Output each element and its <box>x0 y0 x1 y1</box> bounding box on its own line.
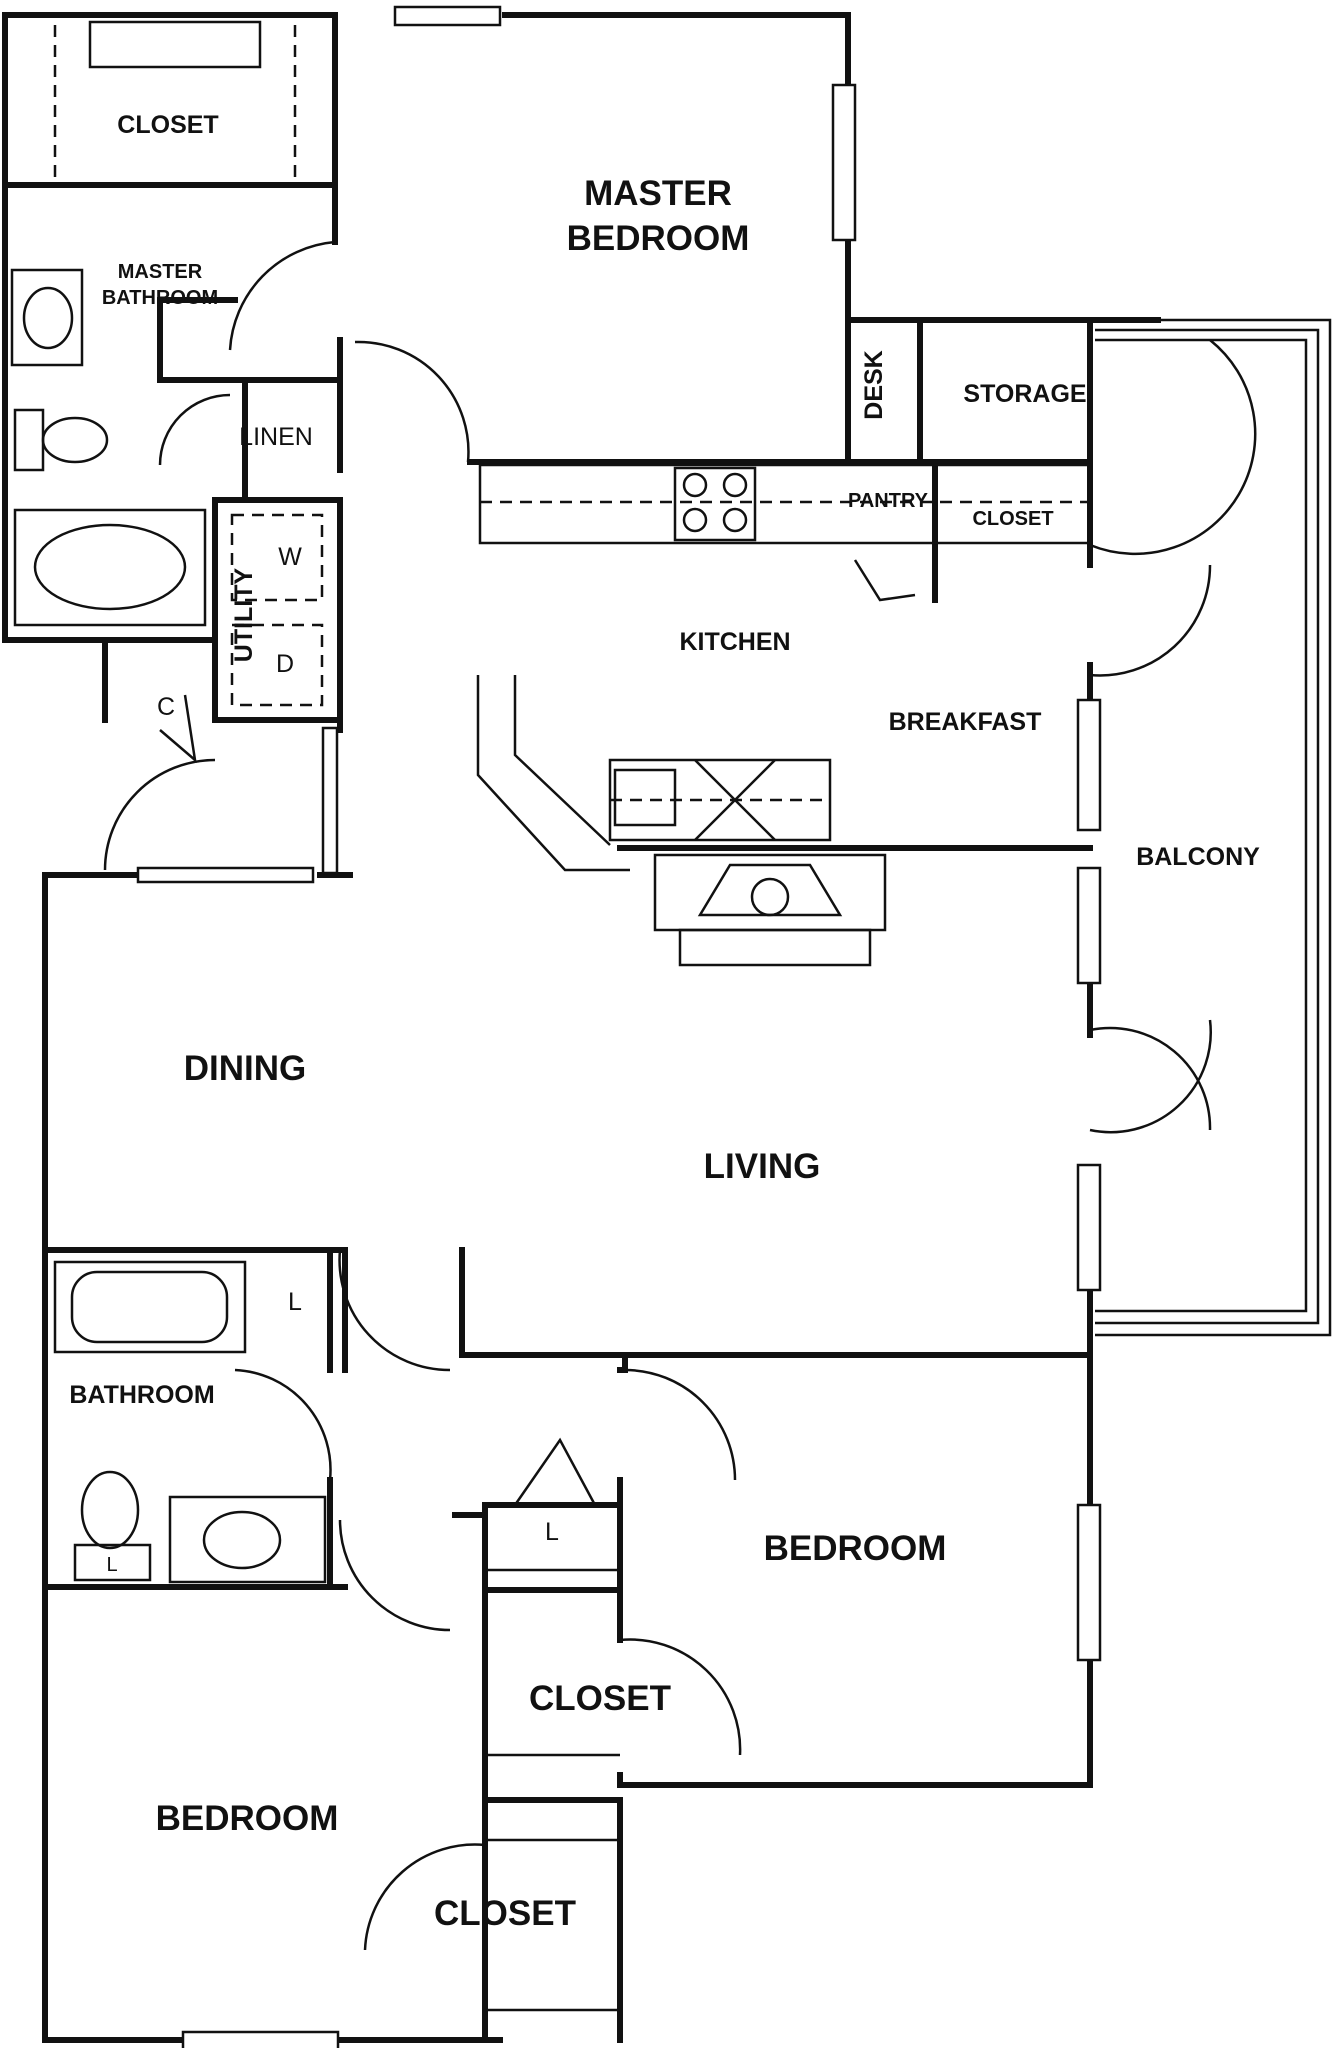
label-dryer: D <box>276 650 294 678</box>
label-breakfast: BREAKFAST <box>889 708 1042 736</box>
label-kitchen: KITCHEN <box>679 628 790 656</box>
label-bathroom: BATHROOM <box>69 1381 214 1409</box>
label-utility: UTILITY <box>230 567 258 662</box>
label-bedroom-left: BEDROOM <box>156 1799 339 1838</box>
fixtures <box>10 20 1092 2012</box>
label-balcony: BALCONY <box>1136 843 1260 871</box>
windows <box>136 5 1102 2048</box>
label-master-bedroom-line1: MASTER <box>584 174 732 213</box>
label-small-closet: C <box>157 693 175 721</box>
label-closet-left: CLOSET <box>434 1894 576 1933</box>
label-bath-linen: L <box>288 1288 302 1316</box>
label-dining: DINING <box>184 1049 307 1088</box>
label-toilet-linen: L <box>106 1554 117 1576</box>
label-living: LIVING <box>704 1147 821 1186</box>
label-bedroom-right: BEDROOM <box>764 1529 947 1568</box>
label-washer: W <box>278 543 302 571</box>
label-master-bedroom-line2: BEDROOM <box>567 219 750 258</box>
room-labels: CLOSET MASTER BEDROOM MASTER BATHROOM LI… <box>69 111 1260 1933</box>
label-storage: STORAGE <box>963 380 1086 408</box>
walls <box>2 12 1332 2043</box>
label-closet-right: CLOSET <box>529 1679 671 1718</box>
label-master-bathroom-line1: MASTER <box>118 261 203 283</box>
label-desk: DESK <box>860 350 888 419</box>
label-linen: LINEN <box>239 423 313 451</box>
label-hall-linen: L <box>545 1518 559 1546</box>
label-master-closet: CLOSET <box>117 111 218 139</box>
doors <box>103 240 1257 1951</box>
label-pantry: PANTRY <box>848 490 929 512</box>
label-kitchen-closet: CLOSET <box>972 508 1053 530</box>
label-master-bathroom-line2: BATHROOM <box>102 287 218 309</box>
